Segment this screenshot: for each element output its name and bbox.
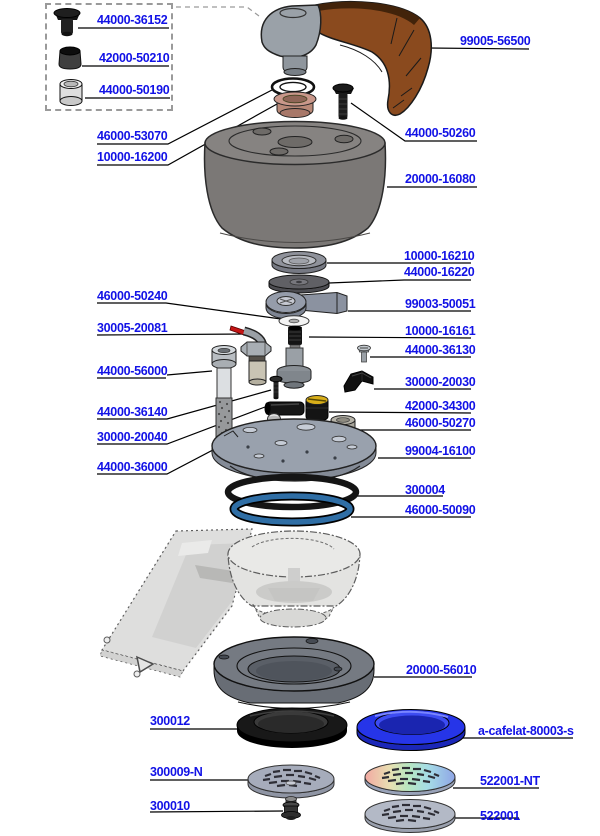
part-label-44000-50260[interactable]: 44000-50260 [405, 126, 476, 140]
part-label-20000-56010[interactable]: 20000-56010 [406, 663, 477, 677]
part-label-20000-16080[interactable]: 20000-16080 [405, 172, 476, 186]
small-screw-icon [357, 344, 371, 363]
inlet-pipe-icon [229, 325, 272, 386]
part-label-42000-50210[interactable]: 42000-50210 [99, 51, 170, 65]
part-label-46000-53070[interactable]: 46000-53070 [97, 129, 168, 143]
part-label-522001[interactable]: 522001 [480, 809, 520, 823]
lever-handle-icon [260, 0, 433, 116]
flat-washer-icon [278, 315, 310, 327]
part-label-10000-16200[interactable]: 10000-16200 [97, 150, 168, 164]
flat-head-screw-icon [53, 8, 81, 37]
black-cap-icon [58, 46, 82, 70]
part-label-300012[interactable]: 300012 [150, 714, 190, 728]
sleeve-bushing-icon [59, 79, 83, 106]
titanium-shower-screen-icon [364, 762, 456, 796]
part-label-30005-20081[interactable]: 30005-20081 [97, 321, 168, 335]
part-label-300010[interactable]: 300010 [150, 799, 190, 813]
group-dome-icon [203, 120, 387, 249]
group-collar-icon [213, 636, 375, 709]
black-o-ring-icon [224, 473, 360, 511]
piston-icon [276, 325, 312, 389]
part-label-99003-50051[interactable]: 99003-50051 [405, 297, 476, 311]
shower-screen-plain-icon [364, 799, 456, 833]
part-label-a-cafelat-80003-s[interactable]: a-cafelat-80003-s [478, 724, 574, 738]
black-gasket-icon [236, 707, 348, 748]
yellow-cap-plug-icon [305, 395, 329, 422]
part-label-46000-50090[interactable]: 46000-50090 [405, 503, 476, 517]
part-label-300004[interactable]: 300004 [405, 483, 445, 497]
part-label-46000-50270[interactable]: 46000-50270 [405, 416, 476, 430]
leader-lines [78, 6, 573, 819]
small-black-screw-icon [269, 375, 283, 400]
socket-bolt-icon [211, 345, 237, 442]
part-label-44000-36130[interactable]: 44000-36130 [405, 343, 476, 357]
part-label-30000-20040[interactable]: 30000-20040 [97, 430, 168, 444]
part-label-44000-36140[interactable]: 44000-36140 [97, 405, 168, 419]
cam-lever-icon [265, 291, 348, 319]
washer-disc-icon [268, 274, 330, 294]
rubber-wedge-icon [343, 370, 374, 393]
part-label-10000-16161[interactable]: 10000-16161 [405, 324, 476, 338]
part-label-10000-16210[interactable]: 10000-16210 [404, 249, 475, 263]
group-plate-icon [211, 418, 377, 482]
shower-screw-icon [281, 796, 301, 820]
blue-gasket-icon [356, 709, 466, 751]
assembled-group-ghost [99, 528, 361, 678]
long-screw-icon [332, 83, 354, 120]
part-label-300009-N[interactable]: 300009-N [150, 765, 203, 779]
tan-bushing-icon [273, 91, 317, 118]
part-label-44000-36000[interactable]: 44000-36000 [97, 460, 168, 474]
flanged-ring-icon [271, 251, 327, 274]
part-label-44000-56000[interactable]: 44000-56000 [97, 364, 168, 378]
part-label-44000-36152[interactable]: 44000-36152 [97, 13, 168, 27]
part-label-30000-20030[interactable]: 30000-20030 [405, 375, 476, 389]
part-label-99004-16100[interactable]: 99004-16100 [405, 444, 476, 458]
part-label-44000-16220[interactable]: 44000-16220 [404, 265, 475, 279]
black-pin-icon [264, 401, 305, 416]
hardware-inset-box [45, 3, 173, 111]
shower-screen-icon [247, 764, 335, 799]
part-label-522001-NT[interactable]: 522001-NT [480, 774, 540, 788]
part-label-42000-34300[interactable]: 42000-34300 [405, 399, 476, 413]
part-label-44000-50190[interactable]: 44000-50190 [99, 83, 170, 97]
part-label-99005-56500[interactable]: 99005-56500 [460, 34, 531, 48]
blue-o-ring-icon [229, 491, 355, 527]
part-label-46000-50240[interactable]: 46000-50240 [97, 289, 168, 303]
